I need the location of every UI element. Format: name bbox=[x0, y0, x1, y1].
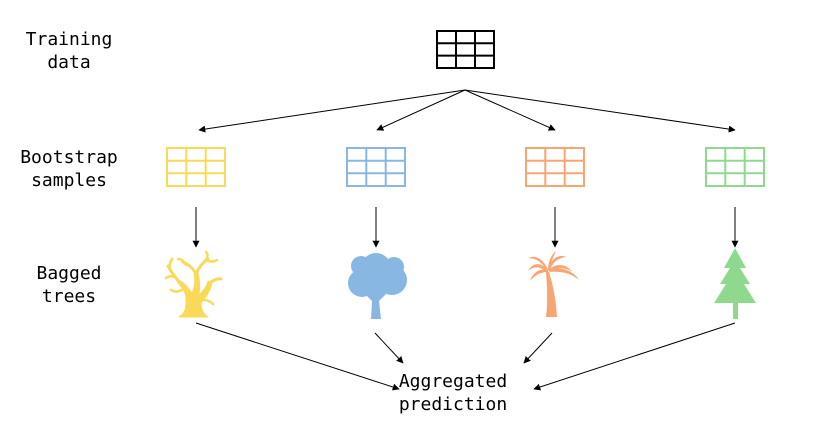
aggregated-prediction-label: Aggregated prediction bbox=[373, 370, 533, 416]
bootstrap-sample-1-table-icon bbox=[166, 147, 226, 187]
deciduous-tree-icon bbox=[348, 253, 407, 319]
aggregated-prediction-label-line-2: prediction bbox=[398, 394, 508, 415]
bootstrap-sample-2-table-icon bbox=[346, 147, 406, 187]
bagged-trees-label: Bagged trees bbox=[0, 262, 149, 308]
aggregation-arrows bbox=[195, 322, 736, 391]
arrow-to-sample-1 bbox=[198, 89, 466, 133]
arrow-from-tree-3 bbox=[523, 332, 553, 364]
training-data-table-icon bbox=[436, 30, 495, 69]
bootstrap-samples-label: Bootstrap samples bbox=[0, 146, 149, 192]
training-data-label-line-1: Training bbox=[25, 29, 113, 50]
bootstrap-samples-label-line-1: Bootstrap bbox=[20, 147, 118, 168]
arrow-to-sample-2 bbox=[376, 89, 466, 131]
bootstrap-samples-label-line-2: samples bbox=[31, 170, 107, 191]
palm-tree-icon bbox=[528, 251, 579, 317]
pine-tree-icon bbox=[714, 248, 756, 319]
arrow-to-sample-4 bbox=[464, 89, 736, 133]
training-data-label-line-2: data bbox=[47, 52, 91, 73]
bootstrap-sample-3-table-icon bbox=[525, 147, 585, 187]
training-data-label: Training data bbox=[0, 28, 149, 74]
bagged-trees-label-line-2: trees bbox=[41, 286, 97, 307]
arrow-from-tree-2 bbox=[374, 332, 404, 364]
tree-arrows bbox=[192, 207, 739, 248]
arrow-from-tree-4 bbox=[533, 322, 736, 391]
bootstrap-arrows bbox=[198, 89, 736, 133]
arrow-to-sample-3 bbox=[464, 89, 556, 131]
bootstrap-sample-4-table-icon bbox=[705, 147, 765, 187]
bagged-trees-label-line-1: Bagged bbox=[36, 263, 102, 284]
aggregated-prediction-label-line-1: Aggregated bbox=[398, 371, 508, 392]
bare-tree-icon bbox=[164, 250, 223, 318]
arrow-from-tree-1 bbox=[195, 322, 400, 391]
